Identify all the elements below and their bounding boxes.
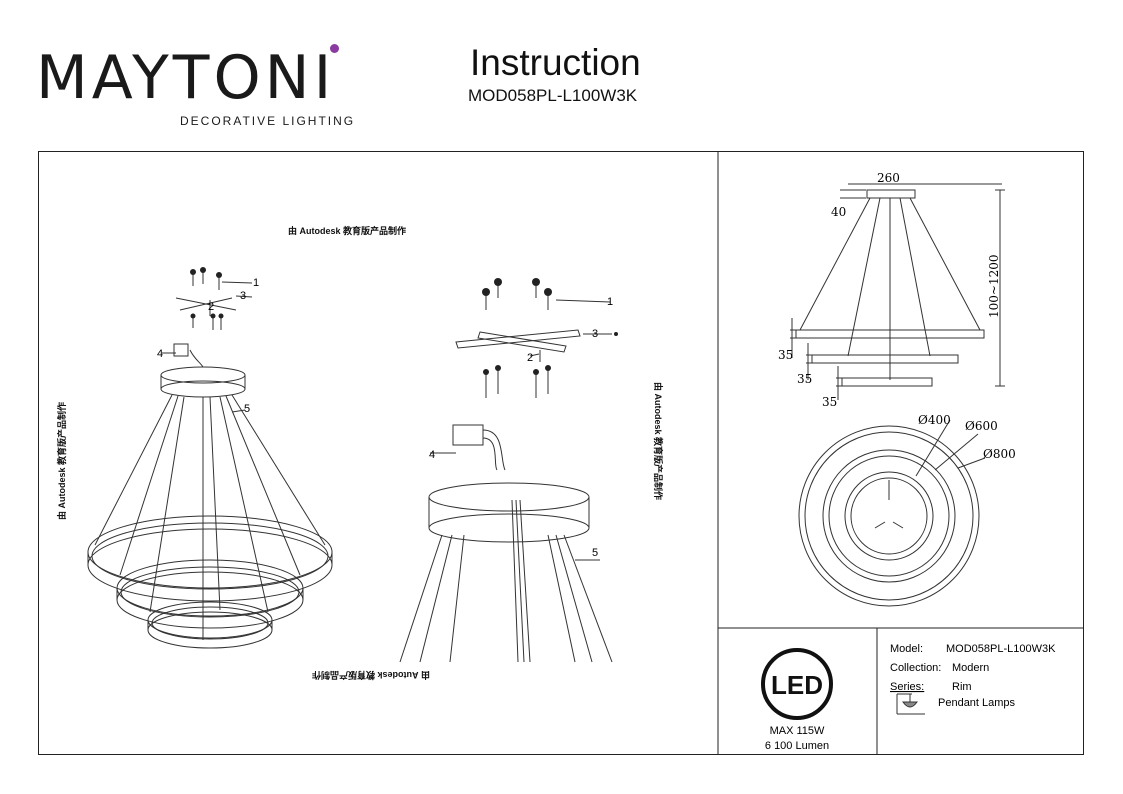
drawing-frame xyxy=(38,151,1084,755)
small-callout-1: 1 xyxy=(253,277,259,289)
exploded-screw-heads xyxy=(482,278,618,375)
watermark-right: 由 Autodesk 教育版产品制作 xyxy=(653,382,664,500)
callout-5: 5 xyxy=(592,547,598,559)
spec-collection-value: Modern xyxy=(952,662,989,674)
small-callout-5: 5 xyxy=(244,403,250,415)
callout-1: 1 xyxy=(607,296,613,308)
pendant-lamp-icon xyxy=(896,693,925,715)
side-elevation-drawing xyxy=(790,183,1005,400)
dim-ring-height-3: 35 xyxy=(822,395,837,409)
small-callout-4: 4 xyxy=(157,348,163,360)
dim-ring-height-2: 35 xyxy=(797,372,812,386)
dim-ring-height-1: 35 xyxy=(778,348,793,362)
callout-4: 4 xyxy=(429,449,435,461)
spec-model-value: MOD058PL-L100W3K xyxy=(946,643,1056,655)
spec-model-label: Model: xyxy=(890,643,923,655)
led-badge-text: LED xyxy=(771,670,823,700)
watermark-bottom: 由 Autodesk 教育版产品制作 xyxy=(312,670,430,681)
dim-diameter-small: Ø400 xyxy=(918,413,951,427)
small-callout-3: 3 xyxy=(240,290,246,302)
assembled-lamp-drawing xyxy=(87,268,333,649)
callout-3: 3 xyxy=(592,328,598,340)
plan-view-drawing xyxy=(798,419,986,607)
page-title: Instruction xyxy=(470,42,641,83)
spec-type-value: Pendant Lamps xyxy=(938,697,1016,709)
brand-logo: MAYTONI xyxy=(36,43,336,113)
spec-series-label: Series: xyxy=(890,681,924,693)
small-callout-2: 2 xyxy=(208,301,214,313)
dim-suspension: 100~1200 xyxy=(987,255,1001,319)
watermark-left: 由 Autodesk 教育版产品制作 xyxy=(56,402,67,520)
header-model: MOD058PL-L100W3K xyxy=(468,86,638,105)
led-badge-icon xyxy=(761,648,833,720)
exploded-lamp-drawing xyxy=(399,280,613,663)
dim-canopy-height: 40 xyxy=(831,205,846,219)
callout-2: 2 xyxy=(527,352,533,364)
dim-canopy-width: 260 xyxy=(877,171,900,185)
dim-diameter-mid: Ø600 xyxy=(965,419,998,433)
led-power: MAX 115W xyxy=(770,725,825,737)
brand-logo-dot xyxy=(330,44,339,53)
dim-diameter-large: Ø800 xyxy=(983,447,1016,461)
watermark-top: 由 Autodesk 教育版产品制作 xyxy=(288,225,406,236)
spec-series-value: Rim xyxy=(952,681,972,693)
assembled-screw-heads xyxy=(190,267,224,319)
brand-tagline: DECORATIVE LIGHTING xyxy=(180,114,356,128)
led-lumen: 6 100 Lumen xyxy=(765,740,829,752)
spec-collection-label: Collection: xyxy=(890,662,941,674)
